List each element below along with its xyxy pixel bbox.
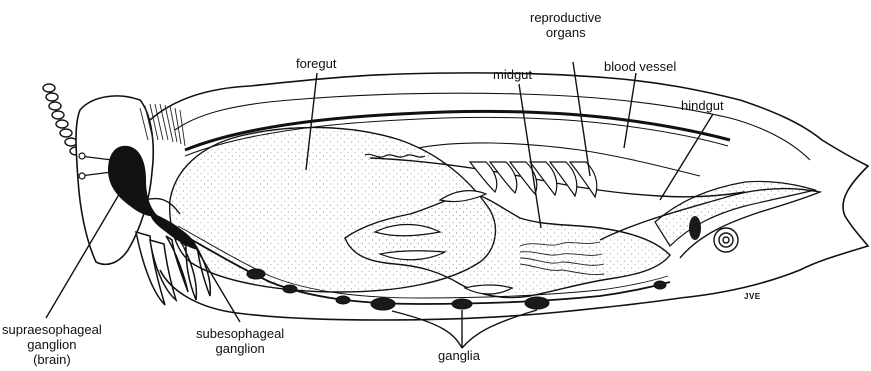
label-supraesophageal-line1: supraesophageal	[2, 322, 102, 337]
label-midgut-text: midgut	[493, 67, 532, 82]
label-subesophageal-ganglion: subesophageal ganglion	[196, 326, 284, 356]
blood-vessel-leader	[624, 73, 636, 148]
label-reproductive-line1: reproductive	[530, 10, 602, 25]
label-subesophageal-line2: ganglion	[196, 341, 284, 356]
label-reproductive-organs: reproductive organs	[530, 10, 602, 40]
label-blood-vessel: blood vessel	[604, 59, 676, 74]
label-supraesophageal-line2: ganglion	[2, 337, 102, 352]
label-hindgut-text: hindgut	[681, 98, 724, 113]
label-foregut: foregut	[296, 56, 336, 71]
midgut-leader	[519, 84, 541, 228]
label-reproductive-line2: organs	[530, 25, 602, 40]
label-hindgut: hindgut	[681, 98, 724, 113]
label-supraesophageal-line3: (brain)	[2, 352, 102, 367]
label-blood-vessel-text: blood vessel	[604, 59, 676, 74]
reproductive-leader	[573, 62, 590, 176]
label-subesophageal-line1: subesophageal	[196, 326, 284, 341]
ganglia-leader	[392, 311, 462, 348]
accessory-gland	[689, 216, 701, 240]
label-ganglia-text: ganglia	[438, 348, 480, 363]
label-ganglia: ganglia	[438, 348, 480, 363]
label-midgut: midgut	[493, 67, 532, 82]
artist-signature: JVE	[744, 292, 761, 301]
label-supraesophageal-ganglion: supraesophageal ganglion (brain)	[2, 322, 102, 367]
label-foregut-text: foregut	[296, 56, 336, 71]
spermatheca-coil	[714, 228, 738, 252]
